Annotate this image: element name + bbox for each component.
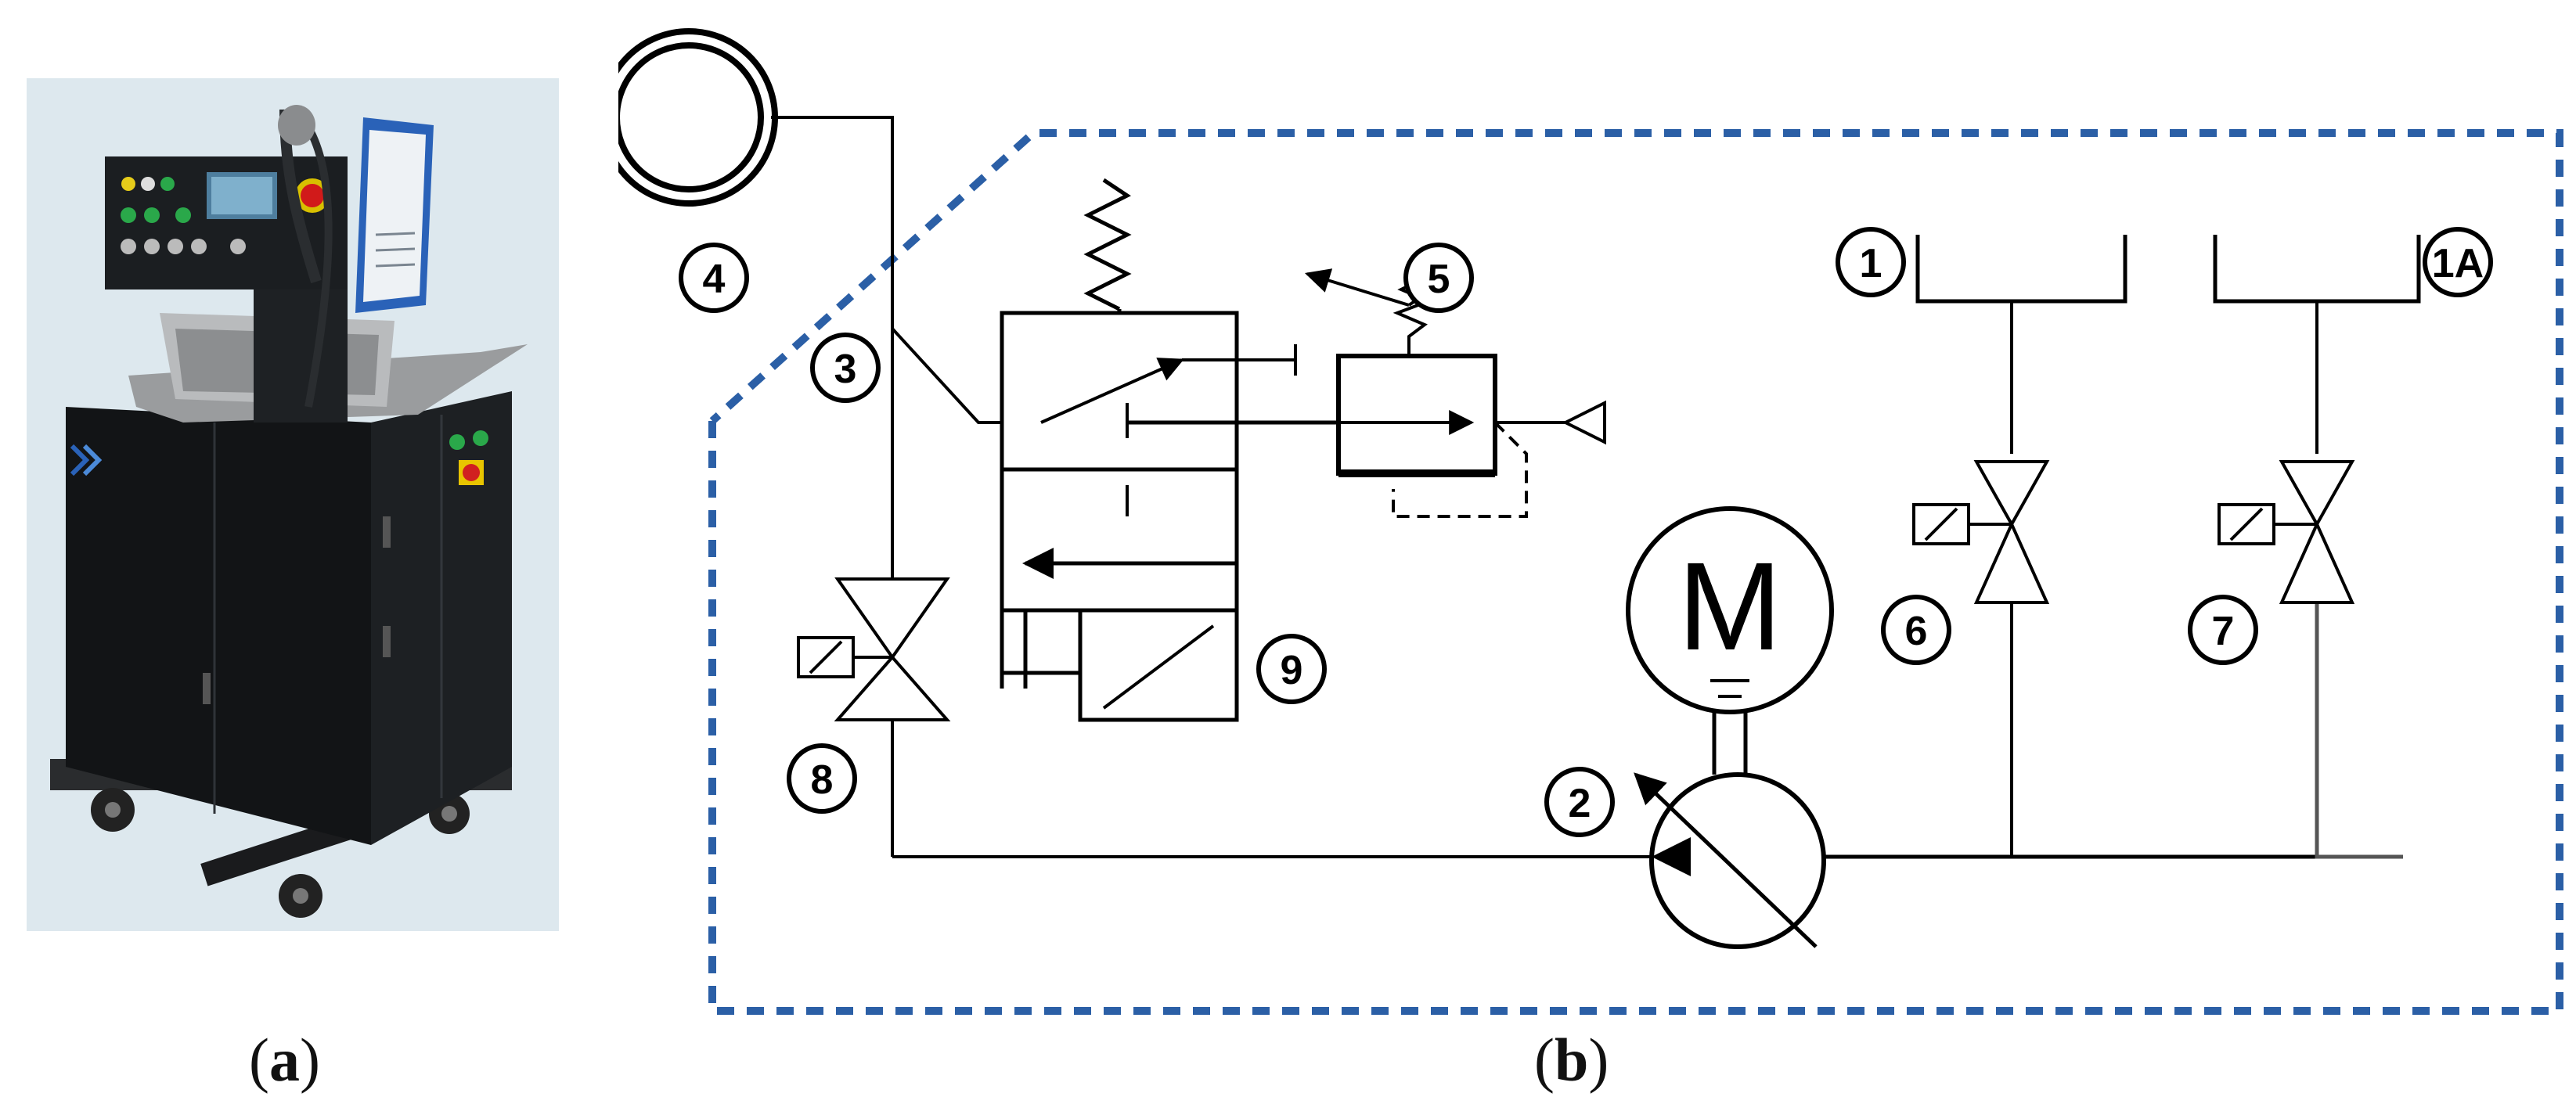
callout-5: 5: [1403, 243, 1474, 313]
svg-text:3: 3: [834, 347, 857, 392]
callout-4: 4: [679, 243, 749, 313]
hose-coil-4: [618, 28, 894, 579]
svg-text:5: 5: [1428, 257, 1450, 302]
svg-text:2: 2: [1569, 781, 1591, 826]
callout-8: 8: [787, 743, 857, 814]
pressure-regulator-5: [1304, 268, 1606, 518]
machine-photo: [27, 78, 559, 931]
callout-2: 2: [1544, 767, 1615, 837]
schematic-diagram: M 1 1A 2 3 4 5 6: [618, 0, 2576, 1017]
callout-9: 9: [1256, 634, 1327, 704]
tank-1A: [2213, 235, 2421, 859]
directional-valve-9: [1000, 178, 1297, 722]
motor-letter: M: [1677, 536, 1782, 676]
solenoid-valve-7: [2218, 460, 2355, 604]
callout-6: 6: [1881, 595, 1951, 665]
svg-text:8: 8: [811, 757, 834, 803]
motor: [1626, 506, 1834, 775]
caption-a: (a): [249, 1026, 320, 1094]
svg-text:1A: 1A: [2432, 241, 2484, 286]
svg-text:6: 6: [1905, 609, 1928, 654]
svg-text:7: 7: [2212, 609, 2235, 654]
callout-1: 1: [1836, 227, 1906, 297]
svg-text:1: 1: [1860, 241, 1882, 286]
callout-3: 3: [810, 333, 881, 403]
svg-text:4: 4: [703, 257, 726, 302]
callout-1A: 1A: [2423, 227, 2493, 297]
svg-text:9: 9: [1281, 648, 1303, 693]
variable-pump-2: [1634, 772, 2403, 949]
solenoid-valve-8: [797, 577, 1652, 858]
system-boundary: [708, 129, 2563, 1015]
tank-1: [1915, 235, 2127, 857]
callout-7: 7: [2188, 595, 2258, 665]
caption-b: (b): [1534, 1026, 1609, 1094]
solenoid-valve-6: [1912, 460, 2050, 604]
